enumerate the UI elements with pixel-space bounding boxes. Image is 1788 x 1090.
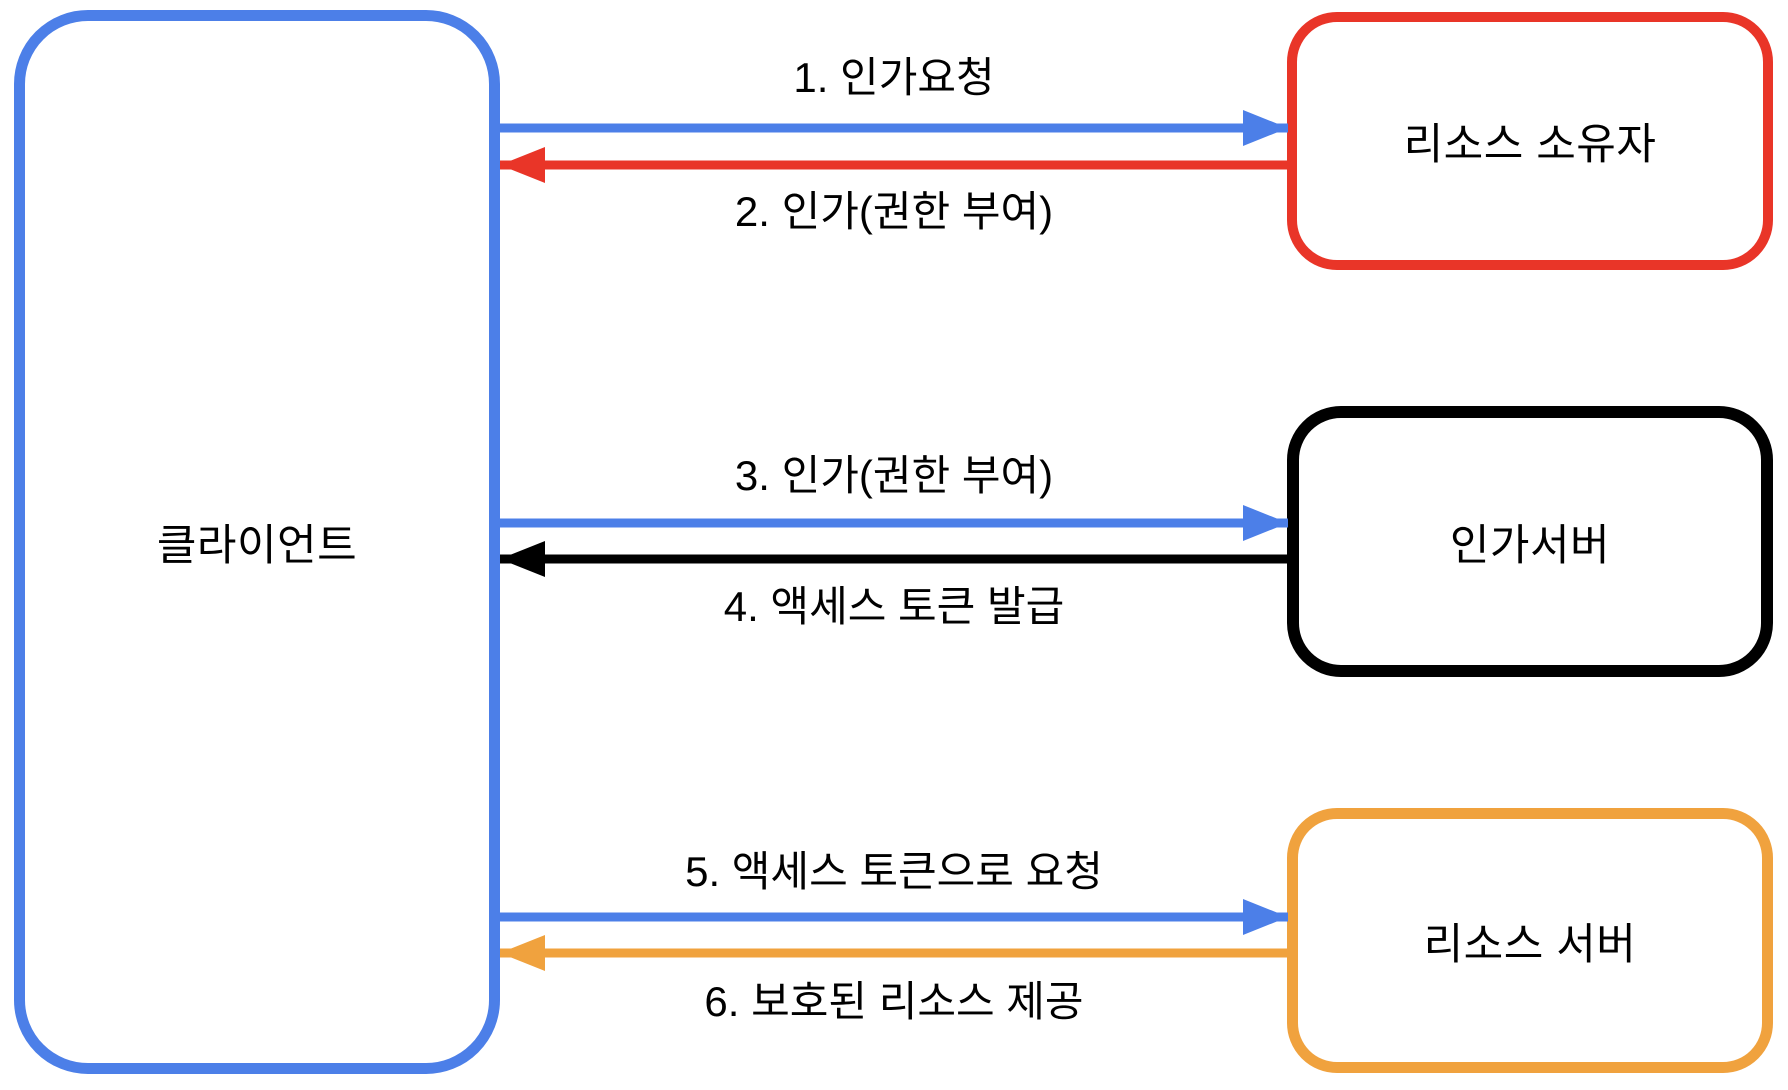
node-resource-server-label: 리소스 서버	[1423, 920, 1637, 969]
flow-label-6: 6. 보호된 리소스 제공	[704, 978, 1084, 1025]
arrow-6	[500, 935, 1288, 971]
flow-label-2: 2. 인가(권한 부여)	[734, 188, 1054, 235]
arrowhead-right-icon	[1243, 110, 1288, 146]
node-auth-server-label: 인가서버	[1449, 521, 1611, 570]
flow-label-1: 1. 인가요청	[793, 54, 995, 101]
node-resource-server: 리소스 서버	[1287, 808, 1773, 1073]
arrowhead-right-icon	[1243, 505, 1288, 541]
flow-label-3: 3. 인가(권한 부여)	[734, 452, 1054, 499]
arrow-4	[500, 541, 1288, 577]
node-resource-owner: 리소스 소유자	[1287, 12, 1773, 270]
arrow-line	[500, 554, 1288, 564]
arrow-5	[500, 899, 1288, 935]
node-client-label: 클라이언트	[156, 522, 358, 570]
arrowhead-left-icon	[500, 935, 545, 971]
arrow-line	[500, 160, 1288, 170]
arrow-1	[500, 110, 1288, 146]
arrow-line	[500, 948, 1288, 958]
flow-label-5: 5. 액세스 토큰으로 요청	[685, 848, 1103, 895]
arrow-line	[500, 912, 1288, 922]
arrow-line	[500, 518, 1288, 528]
node-auth-server: 인가서버	[1287, 406, 1773, 677]
node-resource-owner-label: 리소스 소유자	[1403, 121, 1657, 169]
arrow-line	[500, 123, 1288, 133]
arrow-3	[500, 505, 1288, 541]
arrowhead-right-icon	[1243, 899, 1288, 935]
flow-label-4: 4. 액세스 토큰 발급	[723, 583, 1065, 630]
arrowhead-left-icon	[500, 541, 545, 577]
node-client: 클라이언트	[14, 10, 500, 1074]
arrowhead-left-icon	[500, 147, 545, 183]
arrow-2	[500, 147, 1288, 183]
